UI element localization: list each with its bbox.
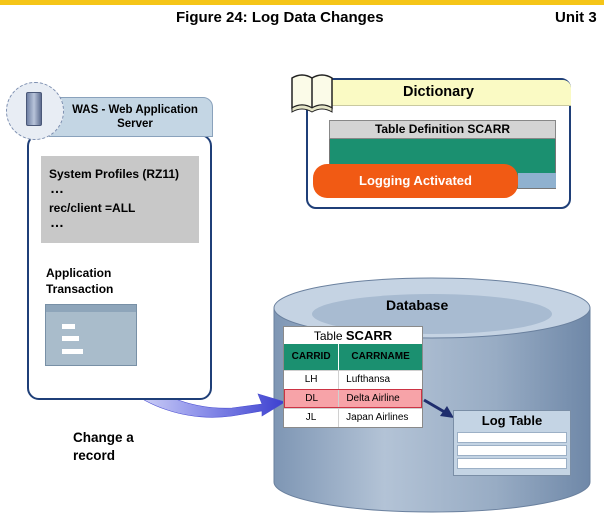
screen-line xyxy=(62,324,75,329)
scarr-table-title: Table SCARR xyxy=(284,327,422,344)
figure-title: Figure 24: Log Data Changes xyxy=(176,9,384,26)
system-profiles-box xyxy=(41,156,199,243)
book-icon xyxy=(291,74,333,113)
scarr-header-row: CARRID CARRNAME xyxy=(284,344,422,370)
table-definition-strip xyxy=(518,173,556,188)
was-title: WAS - Web Application Server xyxy=(72,104,198,130)
table-definition-header xyxy=(329,120,556,139)
cell-carrname: Lufthansa xyxy=(346,374,391,385)
cell-carrname: Japan Airlines xyxy=(346,412,409,423)
screen-line xyxy=(62,349,83,354)
column-header-carrid: CARRID xyxy=(284,344,340,370)
database-title: Database xyxy=(386,297,449,313)
column-header-carrname: CARRNAME xyxy=(351,351,410,362)
database-cylinder-hole xyxy=(312,294,552,334)
cell-carrid: LH xyxy=(284,371,340,389)
ellipsis-1: … xyxy=(50,180,65,196)
unit-label: Unit 3 xyxy=(555,9,597,26)
rec-client-parameter: rec/client =ALL xyxy=(49,201,136,215)
table-row: JL Japan Airlines xyxy=(284,408,422,427)
cell-carrid: JL xyxy=(284,409,340,427)
dictionary-title: Dictionary xyxy=(403,84,474,100)
dictionary-header xyxy=(306,80,571,106)
table-definition-title: Table Definition SCARR xyxy=(374,122,511,136)
screen-line xyxy=(62,336,79,341)
table-row: LH Lufthansa xyxy=(284,370,422,389)
log-table-row xyxy=(457,432,567,443)
screen-titlebar xyxy=(46,305,136,312)
scarr-table: Table SCARR CARRID CARRNAME LH Lufthansa… xyxy=(283,326,423,428)
table-name: SCARR xyxy=(345,328,393,343)
application-screen-icon xyxy=(45,304,137,366)
log-table-row xyxy=(457,445,567,456)
system-profiles-title: System Profiles (RZ11) xyxy=(49,167,180,181)
top-accent-bar xyxy=(0,0,604,5)
table-prefix: Table xyxy=(313,329,343,343)
cell-carrid: DL xyxy=(285,390,340,407)
ellipsis-2: … xyxy=(50,214,65,230)
log-arrow-head xyxy=(440,406,454,418)
log-table-row xyxy=(457,458,567,469)
application-transaction-label: Application Transaction xyxy=(46,266,114,296)
logging-activated-badge: Logging Activated xyxy=(313,164,518,198)
server-icon xyxy=(26,92,42,126)
log-table-title: Log Table xyxy=(481,413,543,428)
table-row-highlighted: DL Delta Airline xyxy=(284,389,422,408)
change-record-label: Change a record xyxy=(73,430,134,463)
cell-carrname: Delta Airline xyxy=(346,393,400,404)
